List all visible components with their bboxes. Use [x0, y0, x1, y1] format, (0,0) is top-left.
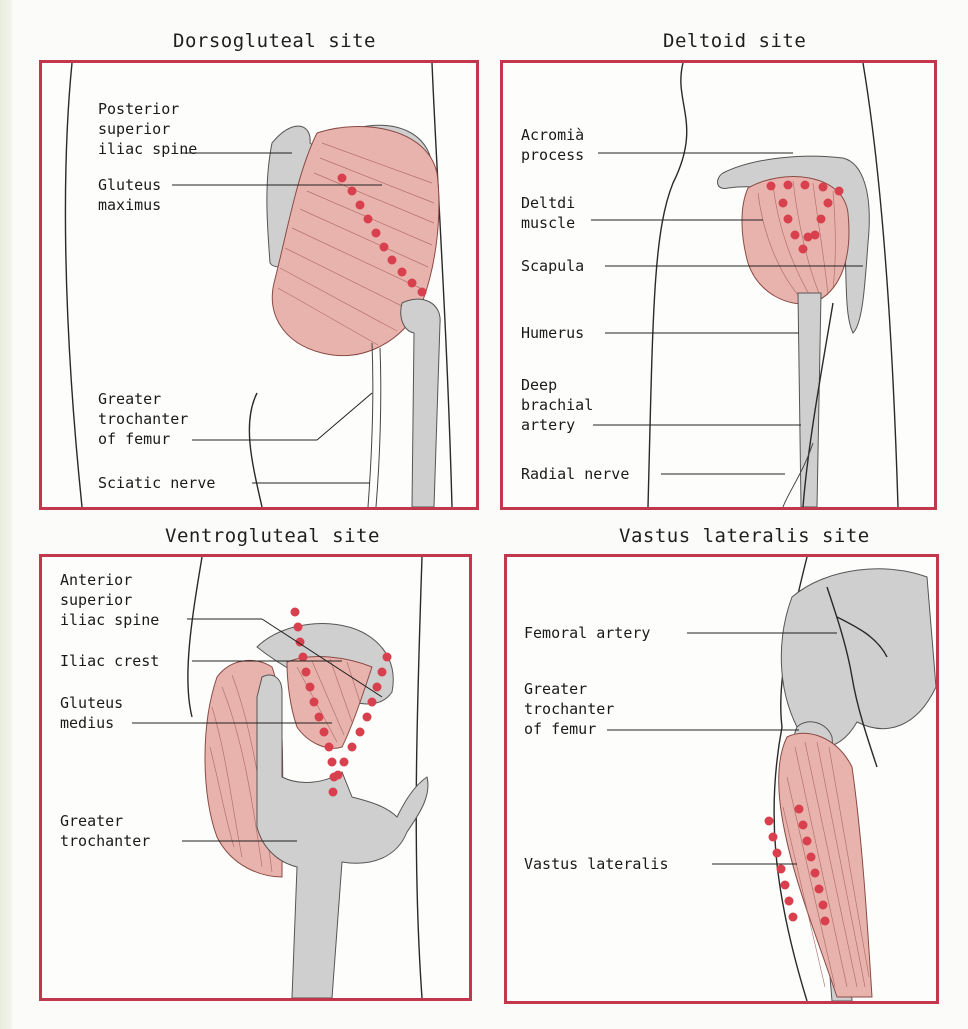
- label-radial-nerve: Radial nerve: [521, 464, 629, 484]
- label-humerus: Humerus: [521, 323, 584, 343]
- label-greater-trochanter: Greater trochanter: [60, 811, 150, 851]
- label-vastus-lateralis: Vastus lateralis: [524, 854, 669, 874]
- humerus-bone: [798, 293, 821, 507]
- body-outline-left: [188, 557, 202, 717]
- deltoid-title: Deltoid site: [663, 30, 806, 52]
- label-acromial-process: Acromià process: [521, 125, 584, 165]
- label-anterior-superior-iliac-spine: Anterior superior iliac spine: [60, 570, 159, 630]
- label-iliac-crest: Iliac crest: [60, 651, 159, 671]
- label-scapula: Scapula: [521, 256, 584, 276]
- dorsogluteal-title: Dorsogluteal site: [173, 30, 376, 52]
- body-outline-left: [65, 63, 82, 507]
- femur-bone: [401, 299, 440, 507]
- label-gluteus-medius: Gluteus medius: [60, 693, 123, 733]
- pelvis-bone: [781, 569, 936, 747]
- label-greater-trochanter-of-femur: Greater trochanter of femur: [524, 679, 614, 739]
- sciatic-nerve: [368, 343, 373, 507]
- label-posterior-superior-iliac-spine: Posterior superior iliac spine: [98, 99, 197, 159]
- vastus-lateralis-muscle: [779, 733, 872, 997]
- label-deep-brachial-artery: Deep brachial artery: [521, 375, 593, 435]
- label-gluteus-maximus: Gluteus maximus: [98, 175, 161, 215]
- body-outline-right: [863, 63, 898, 507]
- body-outline-right: [416, 557, 422, 998]
- body-outline-left: [648, 63, 687, 507]
- label-sciatic-nerve: Sciatic nerve: [98, 473, 215, 493]
- dorsogluteal-panel: Posterior superior iliac spine Gluteus m…: [39, 60, 479, 510]
- label-greater-trochanter-of-femur: Greater trochanter of femur: [98, 389, 188, 449]
- vastus-lateralis-panel: Femoral artery Greater trochanter of fem…: [504, 554, 939, 1004]
- ventrogluteal-panel: Anterior superior iliac spine Iliac cres…: [39, 554, 472, 1001]
- page-edge: [0, 0, 12, 1029]
- ventrogluteal-title: Ventrogluteal site: [165, 525, 380, 547]
- deltoid-panel: Acromià process Deltdi muscle Scapula H…: [500, 60, 937, 510]
- label-femoral-artery: Femoral artery: [524, 623, 650, 643]
- label-deltoid-muscle: Deltdi muscle: [521, 193, 575, 233]
- vastus-lateralis-title: Vastus lateralis site: [619, 525, 870, 547]
